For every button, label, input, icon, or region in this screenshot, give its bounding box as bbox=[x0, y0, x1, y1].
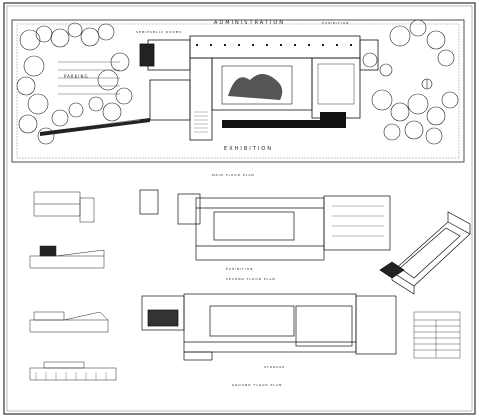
label-exhibition-main: EXHIBITION bbox=[224, 146, 273, 152]
label-exhibition-top: EXHIBITION bbox=[322, 21, 349, 25]
label-parking: PARKING bbox=[64, 74, 89, 79]
sheet-border bbox=[3, 2, 476, 415]
axonometric-view bbox=[379, 211, 471, 295]
title-ground-floor-plan: GROUND FLOOR PLAN bbox=[232, 383, 282, 387]
trees-right bbox=[362, 19, 459, 145]
stair-hatching bbox=[194, 111, 208, 133]
section-drawings bbox=[29, 191, 117, 381]
courtyard bbox=[221, 65, 293, 105]
site-boundary bbox=[11, 19, 465, 163]
second-floor-plan bbox=[139, 189, 391, 261]
label-storage: STORAGE bbox=[264, 365, 285, 369]
main-floor-plan: SEMIPUBLIC ROOMS ADMINISTRATION EXHIBITI… bbox=[11, 19, 465, 177]
parking-area bbox=[58, 61, 120, 95]
terrace-wall bbox=[40, 118, 150, 136]
section-c bbox=[29, 367, 117, 381]
title-second-floor-plan: SECOND FLOOR PLAN bbox=[226, 277, 276, 281]
legend-table bbox=[413, 311, 461, 359]
terrace-path bbox=[51, 119, 141, 131]
label-exhibition-mid: EXHIBITION bbox=[226, 267, 253, 271]
label-semipublic: SEMIPUBLIC ROOMS bbox=[136, 30, 182, 34]
site-inner-boundary bbox=[16, 23, 460, 159]
title-main-floor-plan: MAIN FLOOR PLAN bbox=[212, 173, 255, 177]
column-grid bbox=[196, 44, 352, 46]
sheet-inner-border bbox=[6, 5, 473, 412]
section-a bbox=[29, 255, 105, 269]
courtyard-planting bbox=[228, 74, 283, 100]
exhibition-solid-wing bbox=[222, 112, 346, 128]
outdoor-court-right bbox=[317, 63, 355, 105]
label-administration: ADMINISTRATION bbox=[214, 20, 285, 26]
section-b bbox=[29, 319, 109, 333]
ground-floor-plan bbox=[141, 293, 397, 361]
